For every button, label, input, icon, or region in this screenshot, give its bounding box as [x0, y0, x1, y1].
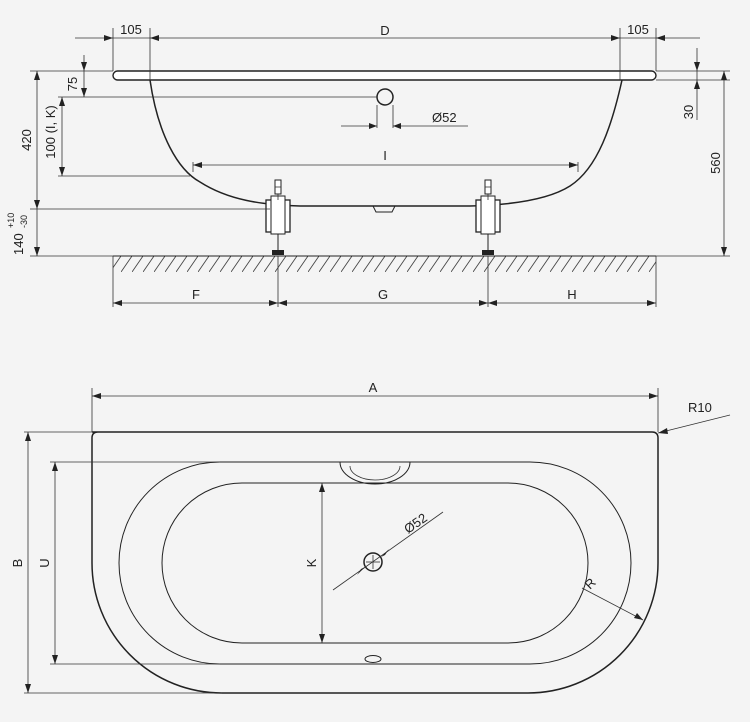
tub-inner-rim: [118, 461, 632, 665]
dim-label-420: 420: [19, 129, 34, 151]
dim-label-75: 75: [65, 77, 80, 91]
foot-left: [265, 179, 291, 255]
overflow-recess: [339, 461, 411, 485]
overflow-recess-inner: [349, 465, 401, 481]
top-waste: Ø52: [332, 510, 444, 591]
dim-label-105-left: 105: [120, 22, 142, 37]
tub-basin-bottom: [161, 482, 589, 644]
foot-right: [475, 179, 501, 255]
dim-label-30: 30: [681, 105, 696, 119]
floor-hatching: [113, 256, 656, 272]
dim-label-g: G: [378, 287, 388, 302]
dim-label-r10: R10: [688, 400, 712, 415]
tub-body-outline: [149, 79, 623, 207]
dim-label-f: F: [192, 287, 200, 302]
drain-slot: [364, 655, 382, 663]
drain-outlet: [372, 205, 396, 213]
dim-label-k: K: [304, 558, 319, 567]
dim-label-i: I: [383, 148, 387, 163]
side-view: Ø52: [6, 22, 730, 307]
dim-label-d: D: [380, 23, 389, 38]
dim-label-100-ik: 100 (I, K): [43, 105, 58, 158]
dim-label-b: B: [10, 559, 25, 568]
tub-outer-outline: [91, 431, 659, 694]
top-view: Ø52 A R10 B U K R: [10, 380, 731, 694]
overflow-waste: Ø52: [341, 88, 468, 129]
dim-label-h: H: [567, 287, 576, 302]
side-waste-diameter-label: Ø52: [432, 110, 457, 125]
top-waste-diameter-label: Ø52: [401, 510, 430, 536]
dim-label-140: 140: [11, 233, 26, 255]
tub-rim: [112, 70, 657, 81]
dim-label-plus10: +10: [6, 213, 16, 228]
dim-label-a: A: [369, 380, 378, 395]
dim-label-560: 560: [708, 152, 723, 174]
dim-label-minus30: -30: [19, 215, 29, 228]
dim-label-u: U: [37, 558, 52, 567]
dim-label-105-right: 105: [627, 22, 649, 37]
